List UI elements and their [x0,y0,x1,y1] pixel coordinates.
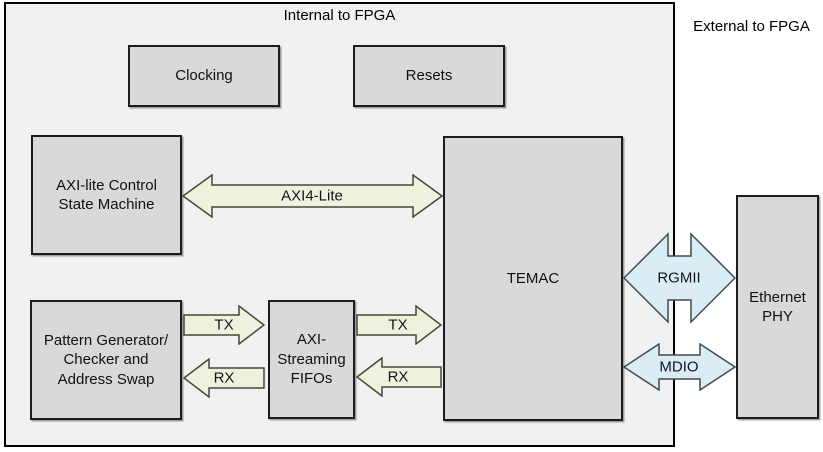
block-clocking-label: Clocking [175,67,233,85]
bus-rx2-label: RX [387,368,409,386]
block-pattern-generator-label: Pattern Generator/ Checker and Address S… [43,331,169,388]
bus-tx2-label: TX [388,316,408,334]
bus-mdio-label: MDIO [659,358,699,376]
internal-region-title: Internal to FPGA [283,7,396,24]
bus-tx-fifo-to-temac [356,305,442,345]
block-ethernet-phy: Ethernet PHY [736,195,819,419]
bus-axi4-lite [182,174,443,218]
block-pattern-generator: Pattern Generator/ Checker and Address S… [30,300,182,420]
bus-mdio [623,343,736,391]
bus-rx-temac-to-fifo [356,357,442,397]
bus-rx1-label: RX [213,369,235,387]
bus-rgmii-label: RGMII [657,269,701,287]
block-temac: TEMAC [443,136,623,421]
double-arrow-icon [623,343,736,391]
block-axi-lite-sm-label: AXI-lite Control State Machine [56,176,157,214]
left-arrow-icon [356,357,442,397]
double-arrow-icon [182,174,443,218]
block-temac-label: TEMAC [506,269,560,287]
block-resets-label: Resets [405,67,453,85]
block-resets: Resets [353,45,505,107]
external-region-title: External to FPGA [693,18,810,35]
right-arrow-icon [183,305,265,345]
block-clocking: Clocking [128,45,280,107]
left-arrow-icon [183,358,265,398]
bus-rgmii [623,232,736,324]
double-arrow-icon [623,232,736,324]
bus-rx-fifo-to-pattern [183,358,265,398]
block-ethernet-phy-label: Ethernet PHY [749,288,806,326]
block-axis-fifos-label: AXI- Streaming FIFOs [277,331,346,388]
block-axi-lite-control-state-machine: AXI-lite Control State Machine [31,135,182,255]
bus-tx1-label: TX [214,316,234,334]
bus-axi4-lite-label: AXI4-Lite [281,187,343,205]
block-axi-streaming-fifos: AXI- Streaming FIFOs [268,300,355,419]
bus-tx-pattern-to-fifo [183,305,265,345]
right-arrow-icon [356,305,442,345]
